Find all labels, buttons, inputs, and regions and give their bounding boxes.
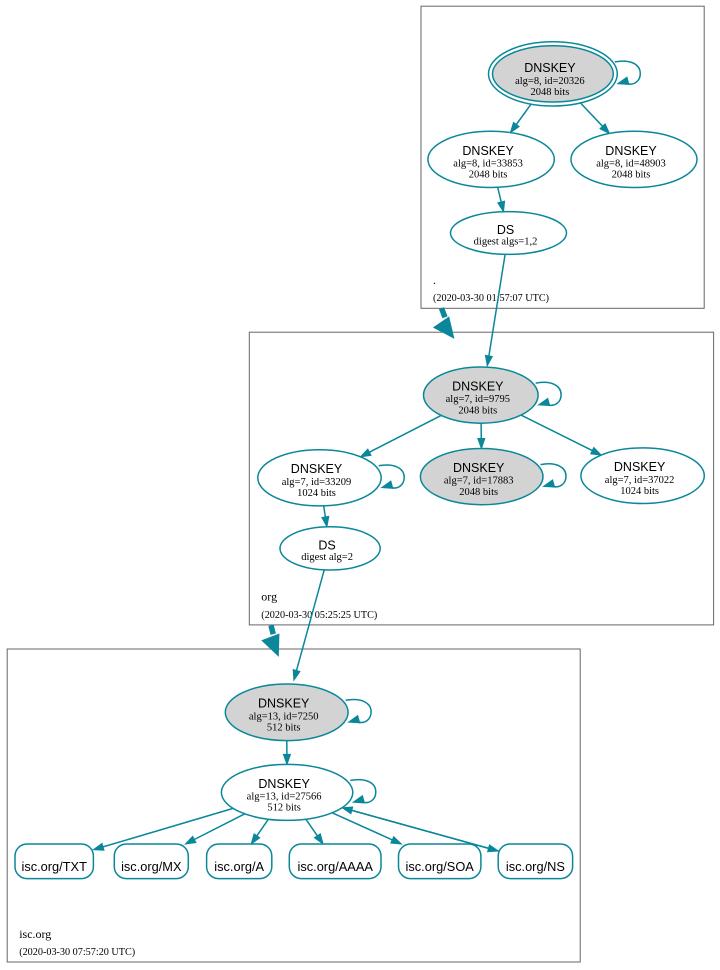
svg-text:alg=7, id=17883: alg=7, id=17883 (444, 476, 514, 487)
svg-text:DNSKEY: DNSKEY (452, 380, 504, 394)
svg-text:.: . (433, 273, 436, 287)
svg-text:isc.org/NS: isc.org/NS (506, 859, 565, 874)
svg-text:alg=7, id=37022: alg=7, id=37022 (605, 475, 675, 486)
svg-text:alg=8, id=48903: alg=8, id=48903 (596, 159, 666, 170)
svg-text:DS: DS (318, 538, 335, 552)
svg-text:alg=8, id=20326: alg=8, id=20326 (515, 76, 585, 87)
svg-text:512 bits: 512 bits (267, 723, 301, 734)
svg-text:2048 bits: 2048 bits (458, 405, 497, 416)
svg-text:alg=8, id=33853: alg=8, id=33853 (453, 159, 523, 170)
svg-text:2048 bits: 2048 bits (459, 487, 498, 498)
svg-text:DNSKEY: DNSKEY (614, 460, 666, 474)
svg-text:digest algs=1,2: digest algs=1,2 (474, 237, 538, 248)
svg-text:isc.org/TXT: isc.org/TXT (21, 859, 87, 874)
svg-text:DNSKEY: DNSKEY (291, 462, 343, 476)
svg-text:DS: DS (497, 223, 514, 237)
svg-text:DNSKEY: DNSKEY (524, 61, 576, 75)
svg-text:DNSKEY: DNSKEY (258, 697, 310, 711)
svg-text:isc.org/A: isc.org/A (214, 859, 264, 874)
svg-text:(2020-03-30 07:57:20 UTC): (2020-03-30 07:57:20 UTC) (19, 947, 135, 958)
svg-text:alg=13, id=27566: alg=13, id=27566 (247, 792, 322, 803)
svg-text:DNSKEY: DNSKEY (462, 144, 514, 158)
svg-text:1024 bits: 1024 bits (297, 488, 336, 499)
svg-text:isc.org/MX: isc.org/MX (121, 859, 182, 874)
svg-text:512 bits: 512 bits (267, 803, 301, 814)
svg-text:isc.org/AAAA: isc.org/AAAA (298, 859, 374, 874)
svg-text:(2020-03-30 05:25:25 UTC): (2020-03-30 05:25:25 UTC) (261, 610, 377, 621)
svg-text:2048 bits: 2048 bits (612, 170, 651, 181)
svg-text:isc.org: isc.org (19, 927, 51, 941)
svg-text:alg=7, id=9795: alg=7, id=9795 (446, 394, 510, 405)
svg-text:alg=7, id=33209: alg=7, id=33209 (282, 477, 352, 488)
svg-text:DNSKEY: DNSKEY (605, 144, 657, 158)
svg-text:DNSKEY: DNSKEY (453, 461, 505, 475)
svg-text:1024 bits: 1024 bits (620, 486, 659, 497)
svg-text:isc.org/SOA: isc.org/SOA (406, 859, 475, 874)
svg-text:digest alg=2: digest alg=2 (301, 552, 353, 563)
svg-text:alg=13, id=7250: alg=13, id=7250 (249, 711, 319, 722)
svg-text:(2020-03-30 01:57:07 UTC): (2020-03-30 01:57:07 UTC) (433, 293, 549, 304)
svg-text:2048 bits: 2048 bits (469, 170, 508, 181)
svg-text:org: org (261, 590, 277, 604)
svg-text:DNSKEY: DNSKEY (258, 777, 310, 791)
svg-text:2048 bits: 2048 bits (531, 87, 570, 98)
